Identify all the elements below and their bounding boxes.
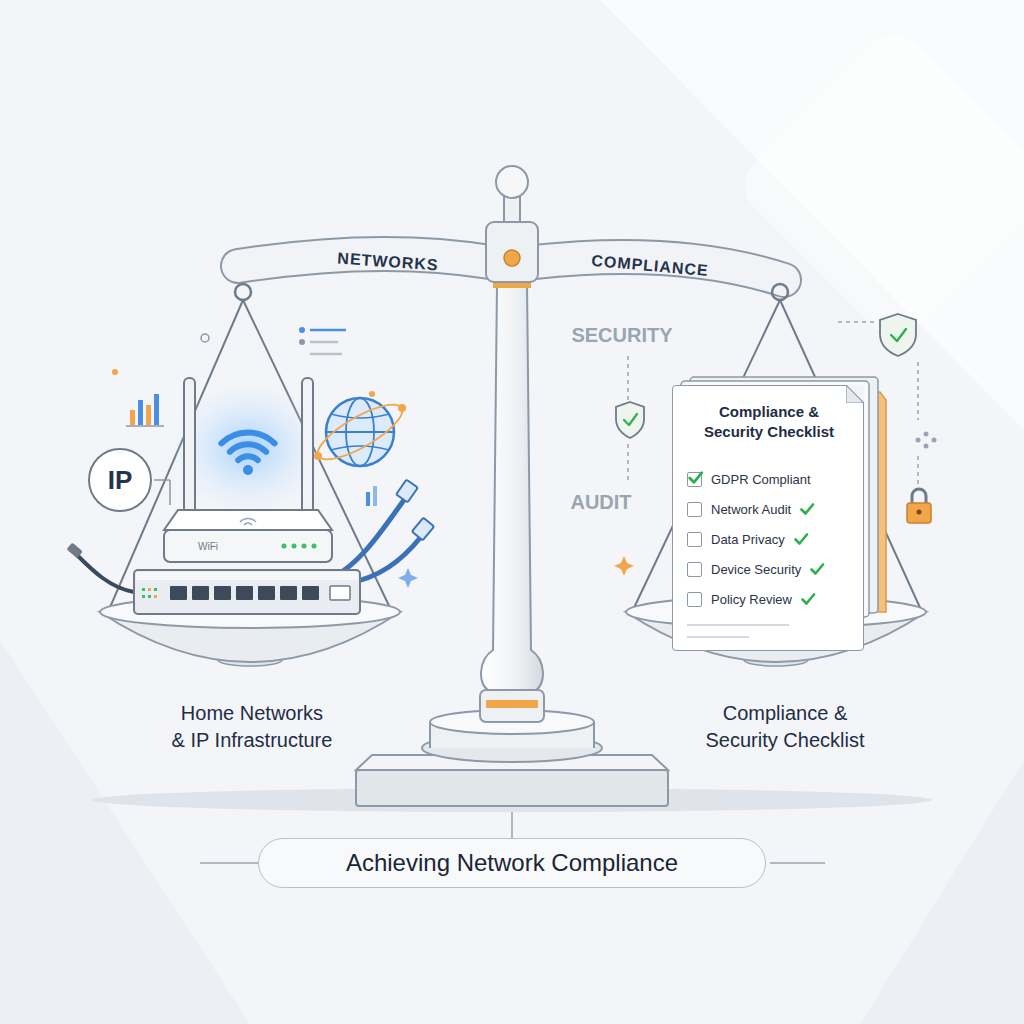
floating-tag: AUDIT — [570, 491, 631, 514]
check-mark — [799, 501, 815, 517]
title-pill: Achieving Network Compliance — [258, 838, 766, 888]
beam-label: COMPLIANCE — [591, 252, 710, 280]
pan-caption: Compliance & Security Checklist — [690, 700, 880, 754]
checklist-item: GDPR Compliant — [711, 472, 811, 487]
floating-tag: SECURITY — [571, 324, 672, 347]
check-mark — [793, 531, 809, 547]
checkbox — [687, 502, 702, 517]
checklist-row: GDPR Compliant — [687, 464, 851, 494]
pill-text: Achieving Network Compliance — [346, 849, 678, 877]
checkbox — [687, 562, 702, 577]
checkbox — [687, 592, 702, 607]
checklist-heading: Compliance & Security Checklist — [689, 402, 849, 442]
checklist-row: Network Audit — [687, 494, 851, 524]
checklist-row: Policy Review — [687, 584, 851, 614]
checklist-item: Data Privacy — [711, 532, 785, 547]
beam-label: NETWORKS — [337, 249, 439, 274]
checklist-items: GDPR CompliantNetwork AuditData PrivacyD… — [687, 464, 851, 614]
device-label: WiFi — [198, 541, 218, 552]
checklist-document: Compliance & Security ChecklistGDPR Comp… — [672, 385, 864, 651]
checklist-item: Device Security — [711, 562, 801, 577]
checkbox — [687, 532, 702, 547]
check-mark — [800, 591, 816, 607]
checklist-item: Policy Review — [711, 592, 792, 607]
text-line — [687, 636, 749, 638]
check-mark — [687, 469, 704, 486]
checklist-item: Network Audit — [711, 502, 791, 517]
badge-text: IP — [108, 465, 133, 496]
badge-circle: IP — [88, 448, 152, 512]
checkbox — [687, 472, 702, 487]
folded-corner — [846, 385, 864, 403]
text-line — [687, 624, 789, 626]
checklist-row: Data Privacy — [687, 524, 851, 554]
pan-caption: Home Networks & IP Infrastructure — [161, 700, 343, 754]
check-mark — [809, 561, 825, 577]
checklist-row: Device Security — [687, 554, 851, 584]
